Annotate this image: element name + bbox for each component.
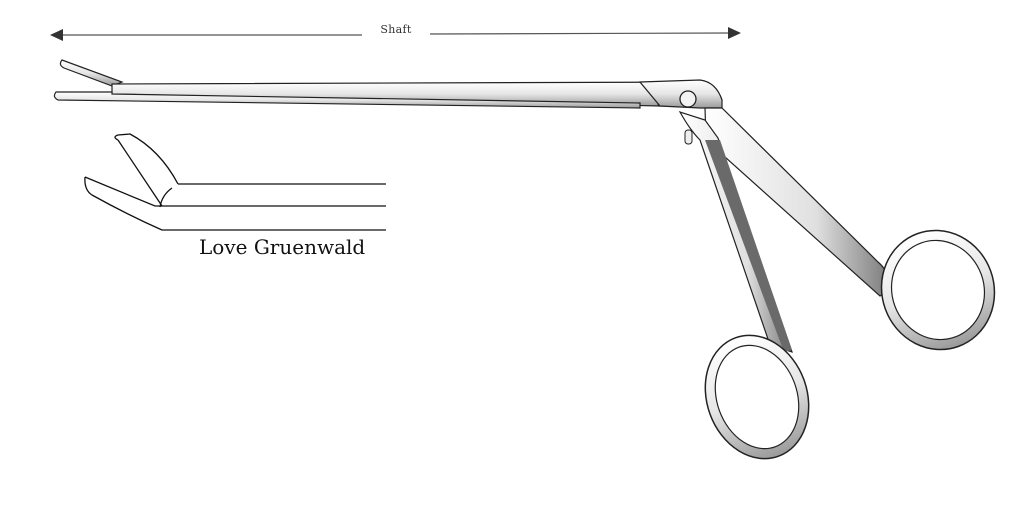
shaft-dimension-label: Shaft [366, 23, 426, 36]
instrument-name-label: Love Gruenwald [199, 235, 366, 259]
shaft [53, 81, 723, 109]
upper-jaw [59, 59, 124, 87]
pivot-box [638, 79, 723, 109]
thumb-handle [678, 110, 810, 460]
jaw-detail-inset [84, 133, 386, 231]
finger-handle [704, 107, 996, 351]
pivot-screw-icon [679, 90, 697, 108]
shaft-dimension-arrow [50, 27, 741, 41]
